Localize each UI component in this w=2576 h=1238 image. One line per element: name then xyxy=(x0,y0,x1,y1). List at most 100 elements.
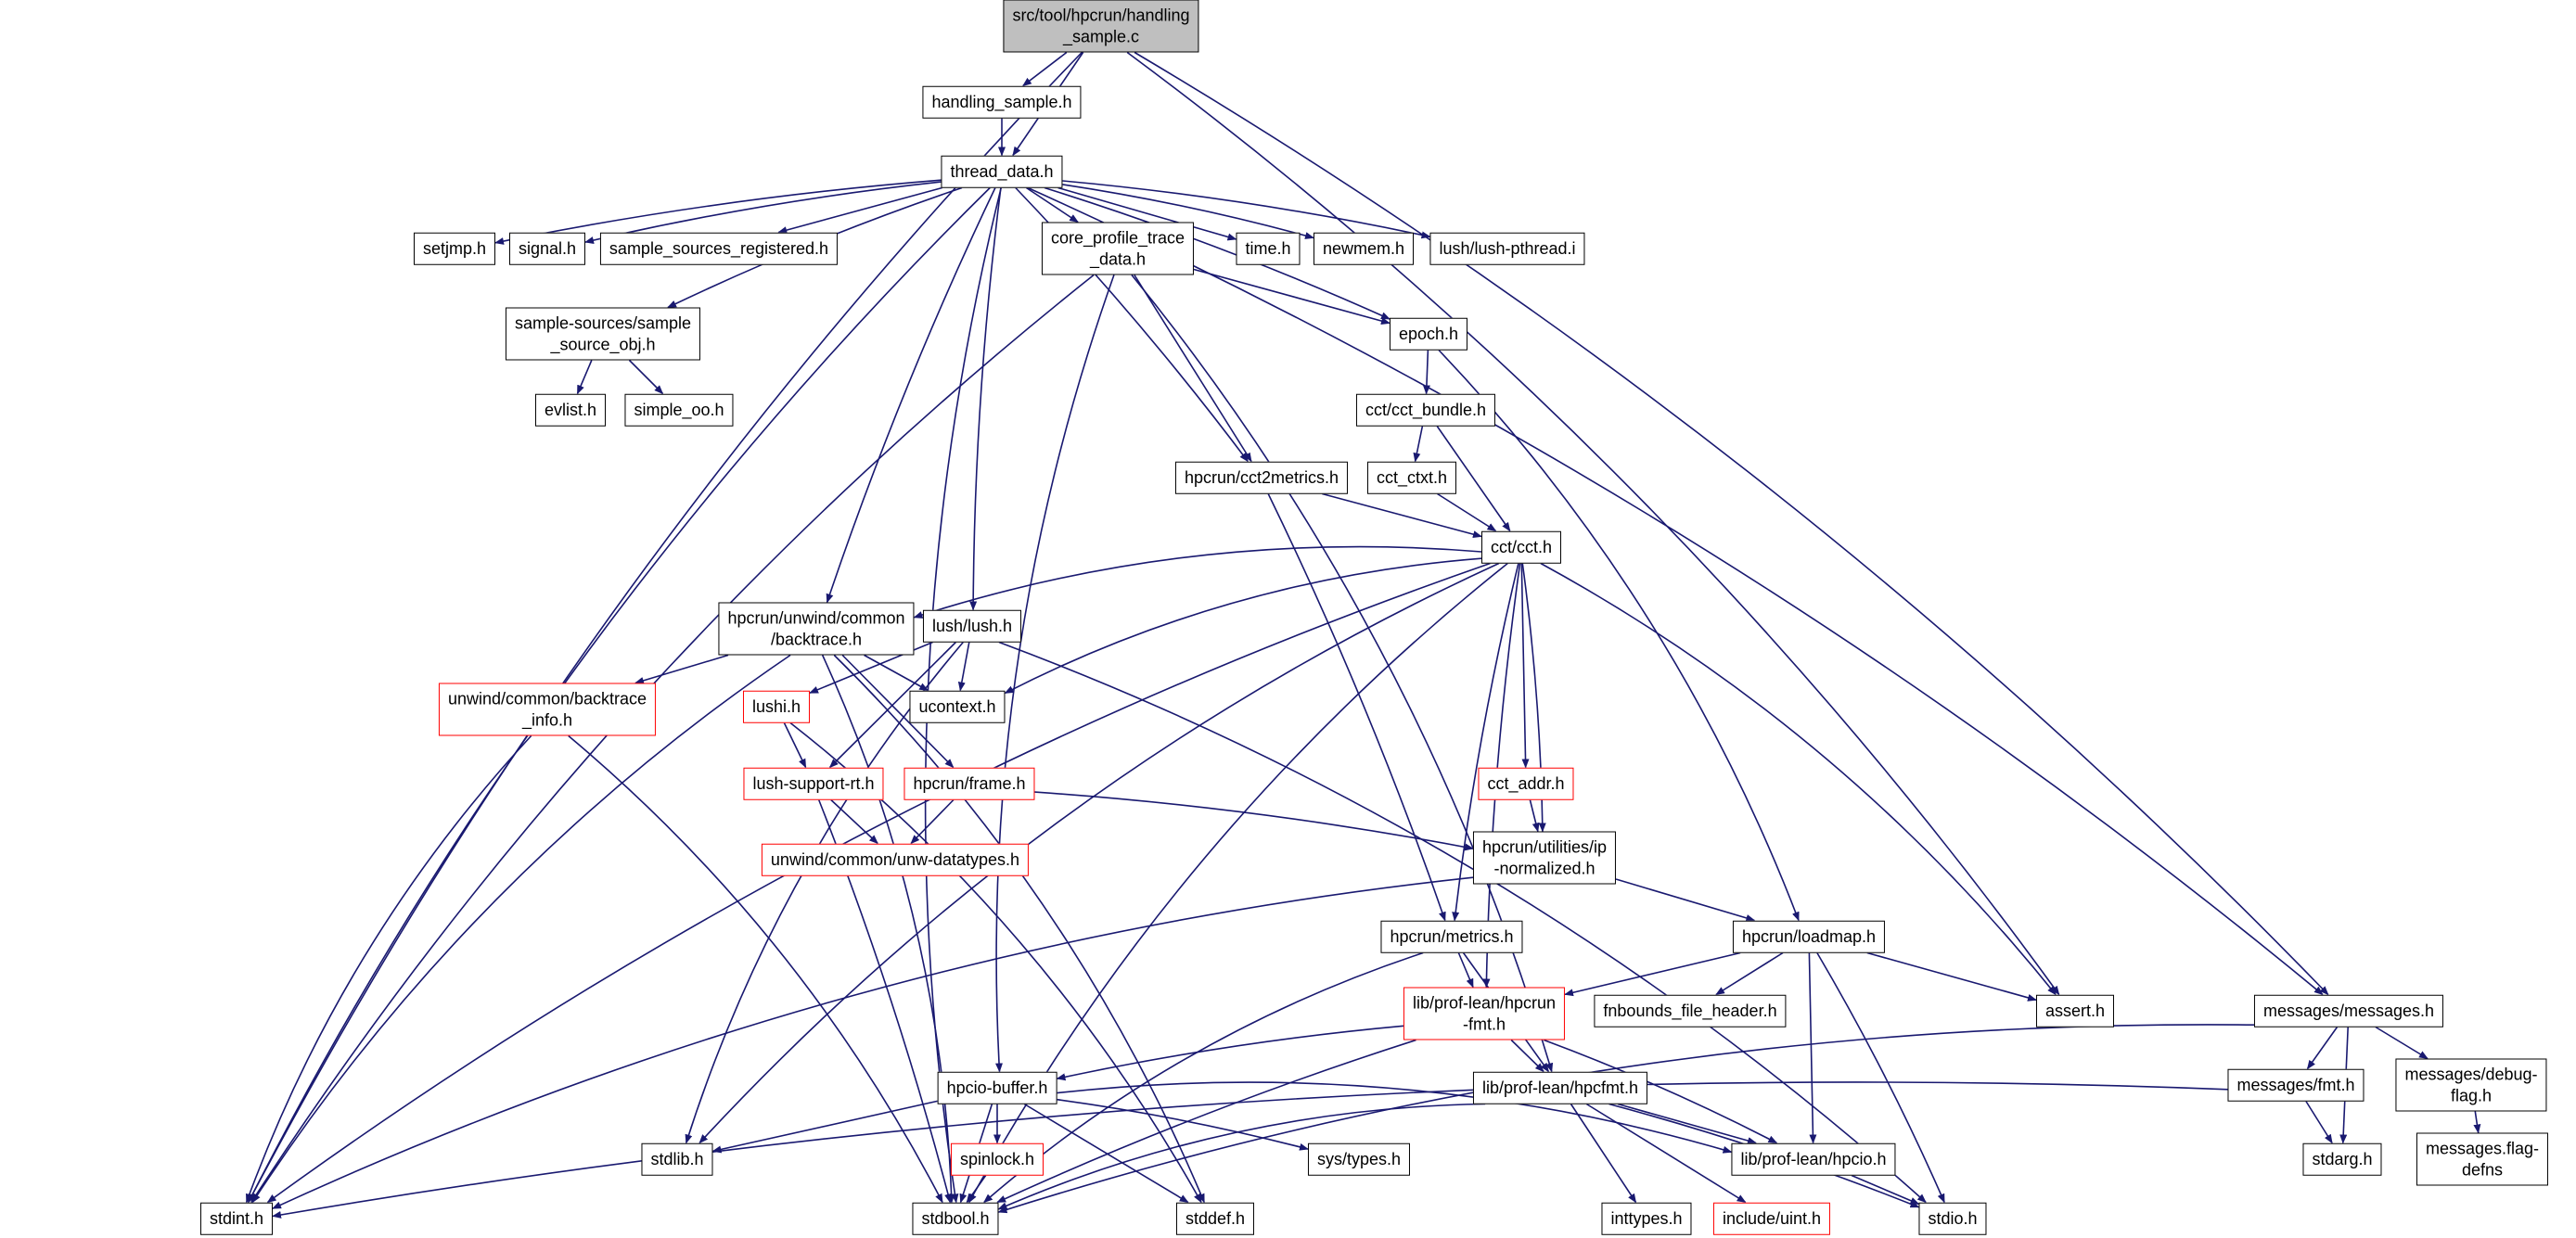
edge-thread_data_h-to-lush_pthread_i xyxy=(1062,180,1431,239)
edge-thread_data_h-to-sample_sources_registered_h xyxy=(777,186,942,234)
node-core_profile_trace_data_h[interactable]: core_profile_trace _data.h xyxy=(1041,222,1195,275)
edge-cct_addr_h-to-ip_normalized_h xyxy=(1529,799,1540,833)
edge-metrics_h-to-hpcrun_fmt_h xyxy=(1457,952,1474,989)
edge-backtrace_h-to-backtrace_info_h xyxy=(634,654,729,684)
node-hpcio_h[interactable]: lib/prof-lean/hpcio.h xyxy=(1731,1142,1896,1176)
node-stdarg_h[interactable]: stdarg.h xyxy=(2302,1142,2382,1176)
edge-backtrace_h-to-ucontext_h xyxy=(864,654,929,692)
edge-loadmap_h-to-stdio_h xyxy=(1816,952,1945,1204)
edge-lush_h-to-ucontext_h xyxy=(957,642,970,692)
node-stdint_h[interactable]: stdint.h xyxy=(199,1202,274,1235)
node-handling_sample_h[interactable]: handling_sample.h xyxy=(922,85,1082,119)
edge-hpcio_buffer_h-to-stddef_h xyxy=(1023,1103,1189,1204)
node-thread_data_h[interactable]: thread_data.h xyxy=(941,155,1063,188)
node-simple_oo_h[interactable]: simple_oo.h xyxy=(624,393,734,427)
node-cct_bundle_h[interactable]: cct/cct_bundle.h xyxy=(1355,393,1496,427)
edge-lush_support_rt_h-to-unw_datatypes_h xyxy=(830,798,878,845)
node-time_h[interactable]: time.h xyxy=(1236,232,1301,265)
edge-sample_source_obj_h-to-simple_oo_h xyxy=(628,359,664,395)
edge-ip_normalized_h-to-stdint_h xyxy=(272,876,1474,1209)
edge-hpcfmt_h-to-hpcio_h xyxy=(1617,1103,1757,1144)
edge-lushi_h-to-lush_support_rt_h xyxy=(783,722,807,769)
edge-backtrace_h-to-stddef_h xyxy=(833,654,1205,1204)
node-debug_flag_h[interactable]: messages/debug-flag.h xyxy=(2395,1058,2547,1112)
node-cct_addr_h[interactable]: cct_addr.h xyxy=(1478,767,1574,800)
node-stdlib_h[interactable]: stdlib.h xyxy=(641,1142,713,1176)
edge-backtrace_h-to-stdint_h xyxy=(251,654,791,1204)
edge-loadmap_h-to-hpcrun_fmt_h xyxy=(1564,951,1741,997)
node-stdio_h[interactable]: stdio.h xyxy=(1918,1202,1987,1235)
node-cct_h[interactable]: cct/cct.h xyxy=(1480,530,1562,564)
node-stdbool_h[interactable]: stdbool.h xyxy=(912,1202,999,1235)
node-signal_h[interactable]: signal.h xyxy=(508,232,586,265)
node-sample_sources_registered_h[interactable]: sample_sources_registered.h xyxy=(599,232,839,265)
node-sample_source_obj_h[interactable]: sample-sources/sample _source_obj.h xyxy=(505,307,701,361)
node-hpcio_buffer_h[interactable]: hpcio-buffer.h xyxy=(937,1071,1057,1104)
edge-cct_bundle_h-to-cct_h xyxy=(1436,426,1511,532)
node-stddef_h[interactable]: stddef.h xyxy=(1175,1202,1255,1235)
node-root[interactable]: src/tool/hpcrun/handling _sample.c xyxy=(1003,0,1199,53)
edge-messages_h-to-stdbool_h xyxy=(997,1024,2255,1214)
node-msg_fmt_h[interactable]: messages/fmt.h xyxy=(2227,1068,2365,1102)
edge-cct_ctxt_h-to-cct_h xyxy=(1437,492,1497,532)
edge-cct_h-to-stdint_h xyxy=(266,562,1491,1204)
edge-ip_normalized_h-to-loadmap_h xyxy=(1615,878,1756,922)
edge-hpcio_buffer_h-to-stdlib_h xyxy=(711,1100,938,1154)
node-lush_pthread_i[interactable]: lush/lush-pthread.i xyxy=(1429,232,1585,265)
edge-frame_h-to-unw_datatypes_h xyxy=(910,798,955,845)
edge-loadmap_h-to-hpcio_h xyxy=(1808,952,1817,1144)
edge-messages_h-to-debug_flag_h xyxy=(2375,1026,2429,1060)
node-metrics_h[interactable]: hpcrun/metrics.h xyxy=(1380,920,1523,953)
node-epoch_h[interactable]: epoch.h xyxy=(1389,317,1468,351)
node-frame_h[interactable]: hpcrun/frame.h xyxy=(904,767,1035,800)
edge-cct_h-to-ucontext_h xyxy=(1004,557,1482,695)
node-spinlock_h[interactable]: spinlock.h xyxy=(950,1142,1044,1176)
node-uint_h[interactable]: include/uint.h xyxy=(1712,1202,1831,1235)
node-loadmap_h[interactable]: hpcrun/loadmap.h xyxy=(1732,920,1886,953)
edge-cct_h-to-backtrace_h xyxy=(913,545,1482,619)
node-cct_ctxt_h[interactable]: cct_ctxt.h xyxy=(1366,461,1457,494)
node-hpcfmt_h[interactable]: lib/prof-lean/hpcfmt.h xyxy=(1472,1071,1648,1104)
edge-thread_data_h-to-backtrace_h xyxy=(826,187,996,604)
edge-sample_source_obj_h-to-evlist_h xyxy=(576,360,593,395)
node-sys_types_h[interactable]: sys/types.h xyxy=(1307,1142,1411,1176)
edge-thread_data_h-to-time_h xyxy=(1057,186,1237,241)
edge-msg_fmt_h-to-stdarg_h xyxy=(2305,1101,2333,1144)
edge-backtrace_info_h-to-stdint_h xyxy=(245,734,532,1204)
edge-cct_h-to-stdlib_h xyxy=(698,562,1500,1144)
node-backtrace_h[interactable]: hpcrun/unwind/common /backtrace.h xyxy=(718,602,915,656)
edge-hpcfmt_h-to-uint_h xyxy=(1585,1103,1747,1204)
node-newmem_h[interactable]: newmem.h xyxy=(1313,232,1415,265)
edge-root-to-assert_h xyxy=(1126,51,2060,996)
node-hpcrun_fmt_h[interactable]: lib/prof-lean/hpcrun -fmt.h xyxy=(1403,987,1566,1040)
edge-root-to-messages_h xyxy=(1134,51,2329,996)
edge-cct_h-to-metrics_h xyxy=(1452,563,1519,922)
node-messages_h[interactable]: messages/messages.h xyxy=(2253,994,2444,1027)
edge-loadmap_h-to-fnbounds_file_header_h xyxy=(1715,951,1784,996)
node-cct2metrics_h[interactable]: hpcrun/cct2metrics.h xyxy=(1174,461,1349,494)
node-lush_h[interactable]: lush/lush.h xyxy=(922,609,1022,643)
node-unw_datatypes_h[interactable]: unwind/common/unw-datatypes.h xyxy=(761,843,1030,876)
node-ip_normalized_h[interactable]: hpcrun/utilities/ip -normalized.h xyxy=(1472,831,1617,885)
edge-root-to-stdint_h xyxy=(247,51,1083,1204)
node-inttypes_h[interactable]: inttypes.h xyxy=(1601,1202,1692,1235)
node-setjmp_h[interactable]: setjmp.h xyxy=(413,232,496,265)
node-fnbounds_file_header_h[interactable]: fnbounds_file_header.h xyxy=(1594,994,1787,1027)
edge-hpcrun_fmt_h-to-hpcio_h xyxy=(1544,1039,1778,1144)
edge-core_profile_trace_data_h-to-epoch_h xyxy=(1193,268,1391,325)
edge-thread_data_h-to-messages_h xyxy=(1027,186,2324,996)
edge-cct_h-to-assert_h xyxy=(1540,562,2057,996)
edge-root-to-handling_sample_h xyxy=(1022,51,1068,87)
node-evlist_h[interactable]: evlist.h xyxy=(534,393,607,427)
node-ucontext_h[interactable]: ucontext.h xyxy=(909,690,1006,723)
node-flag_defns[interactable]: messages.flag-defns xyxy=(2416,1132,2549,1186)
edge-cct_h-to-cct_addr_h xyxy=(1520,563,1530,769)
node-lushi_h[interactable]: lushi.h xyxy=(742,690,811,723)
edge-msg_fmt_h-to-stdint_h xyxy=(272,1081,2228,1219)
node-backtrace_info_h[interactable]: unwind/common/backtrace _info.h xyxy=(438,683,657,736)
edge-hpcrun_fmt_h-to-hpcfmt_h xyxy=(1510,1039,1544,1073)
node-lush_support_rt_h[interactable]: lush-support-rt.h xyxy=(743,767,884,800)
node-assert_h[interactable]: assert.h xyxy=(2035,994,2115,1027)
edge-thread_data_h-to-stdint_h xyxy=(248,186,991,1204)
